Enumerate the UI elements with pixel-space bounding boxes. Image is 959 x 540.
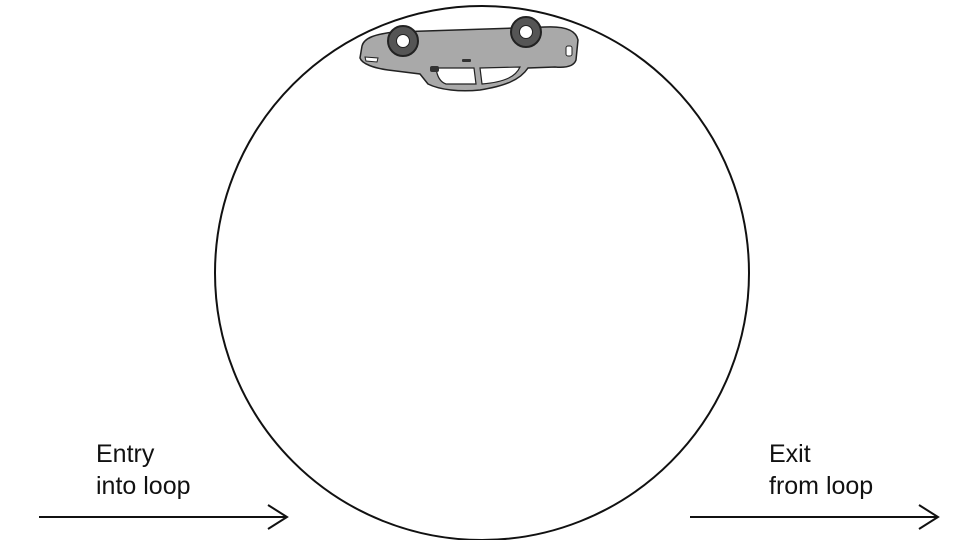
car-wheel-front [388, 26, 418, 56]
car-headlight [365, 57, 378, 62]
upside-down-car [360, 17, 578, 91]
entry-label: Entry into loop [96, 438, 191, 502]
exit-arrow [690, 505, 938, 529]
exit-label-line2: from loop [769, 470, 873, 502]
car-wheel-rear [511, 17, 541, 47]
exit-label: Exit from loop [769, 438, 873, 502]
car-door-handle [462, 59, 471, 62]
entry-label-line1: Entry [96, 438, 191, 470]
entry-label-line2: into loop [96, 470, 191, 502]
entry-arrow [39, 505, 287, 529]
exit-label-line1: Exit [769, 438, 873, 470]
car-mirror [430, 66, 439, 72]
car-taillight [566, 46, 572, 56]
car-window-left [436, 68, 476, 84]
